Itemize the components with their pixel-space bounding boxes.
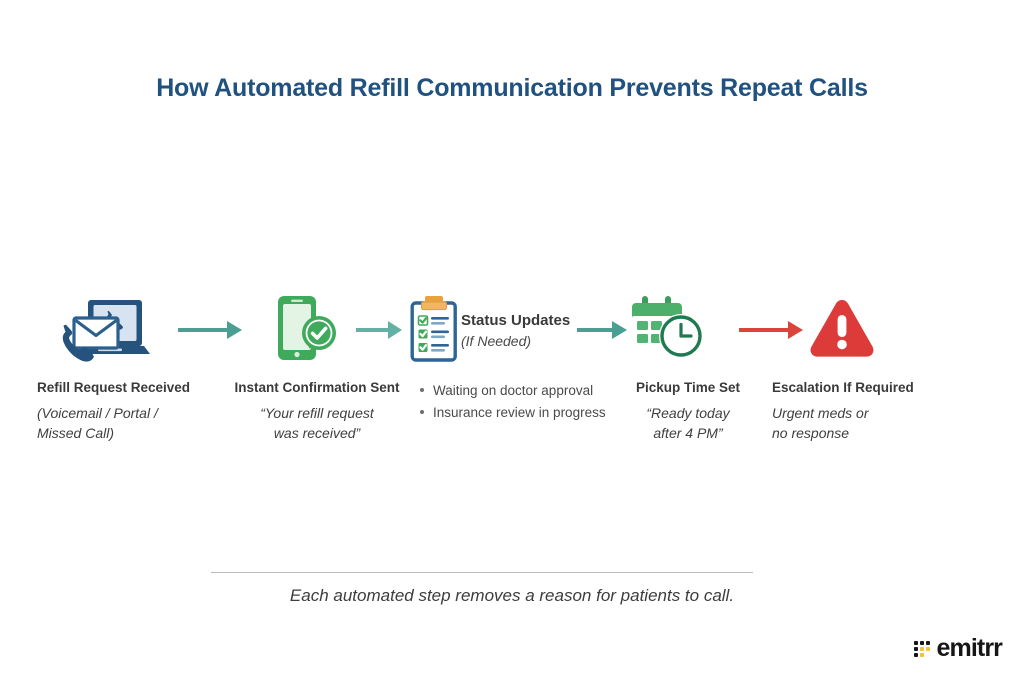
- calendar-clock-icon: [632, 296, 703, 358]
- emitrr-logo-mark-icon: [913, 640, 930, 657]
- step-subtext: “Your refill request was received”: [222, 403, 412, 444]
- step-heading: Escalation If Required: [772, 380, 914, 395]
- step-subtext-line1: Urgent meds or: [772, 404, 869, 421]
- step-subtext-line2: was received”: [273, 425, 361, 442]
- step-subtext-line2: Missed Call): [37, 425, 115, 442]
- flow-arrow-4: [739, 318, 803, 342]
- step-icon-status-updates: [409, 292, 463, 364]
- step-subtext: Urgent meds or no response: [772, 403, 962, 444]
- phone-check-bubble-icon: [278, 296, 336, 360]
- step-icon-refill-request-received: [58, 292, 154, 364]
- arrow-head: [788, 321, 803, 339]
- flow-arrow-3: [577, 318, 627, 342]
- status-updates-title: Status Updates: [461, 312, 571, 329]
- footer-note: Each automated step removes a reason for…: [289, 586, 735, 605]
- arrow-head: [612, 321, 627, 339]
- list-item: Waiting on doctor approval: [420, 380, 630, 402]
- step-label-instant-confirmation-sent: Instant Confirmation Sent “Your refill r…: [222, 380, 412, 443]
- step-subtext-line2: no response: [772, 425, 850, 442]
- page-title: How Automated Refill Communication Preve…: [156, 74, 868, 102]
- warning-triangle-icon: [810, 300, 874, 357]
- flow-arrow-1: [178, 318, 242, 342]
- step-heading: Instant Confirmation Sent: [234, 380, 400, 395]
- arrow-shaft: [178, 328, 227, 332]
- step-subtext-line1: (Voicemail / Portal /: [37, 404, 158, 421]
- step-icon-escalation-if-required: [806, 292, 878, 364]
- clipboard-checklist-icon: [410, 296, 457, 362]
- step-subtext-line1: “Your refill request: [260, 404, 374, 421]
- step-label-status-updates: Waiting on doctor approval Insurance rev…: [420, 380, 630, 424]
- emitrr-logo-text: emitrr: [936, 634, 1003, 662]
- step-label-pickup-time-set: Pickup Time Set “Ready today after 4 PM”: [612, 380, 764, 443]
- footer-divider: [211, 572, 753, 573]
- arrow-shaft: [356, 328, 388, 332]
- arrow-shaft: [739, 328, 788, 332]
- step-heading: Refill Request Received: [37, 380, 191, 395]
- step-icon-instant-confirmation-sent: [274, 292, 340, 364]
- arrow-shaft: [577, 328, 612, 332]
- step-subtext-line1: “Ready today: [646, 404, 730, 421]
- step-subtext: “Ready today after 4 PM”: [612, 403, 764, 444]
- arrow-head: [388, 321, 402, 339]
- process-flow: [0, 292, 1024, 372]
- step-heading: Pickup Time Set: [635, 380, 741, 395]
- list-item: Insurance review in progress: [420, 402, 630, 424]
- status-updates-subtitle: (If Needed): [461, 333, 532, 349]
- step-subtext-line2: after 4 PM”: [653, 425, 723, 442]
- emitrr-logo: emitrr: [913, 634, 1003, 662]
- flow-arrow-2: [356, 318, 402, 342]
- step-icon-pickup-time-set: [629, 292, 705, 364]
- arrow-head: [227, 321, 242, 339]
- status-updates-heading-group: Status Updates (If Needed): [461, 312, 661, 350]
- step-label-escalation-if-required: Escalation If Required Urgent meds or no…: [772, 380, 962, 443]
- step-label-refill-request-received: Refill Request Received (Voicemail / Por…: [37, 380, 237, 443]
- status-updates-bullets: Waiting on doctor approval Insurance rev…: [420, 380, 630, 424]
- email-laptop-phone-icon: [62, 300, 150, 362]
- step-subtext: (Voicemail / Portal / Missed Call): [37, 403, 237, 444]
